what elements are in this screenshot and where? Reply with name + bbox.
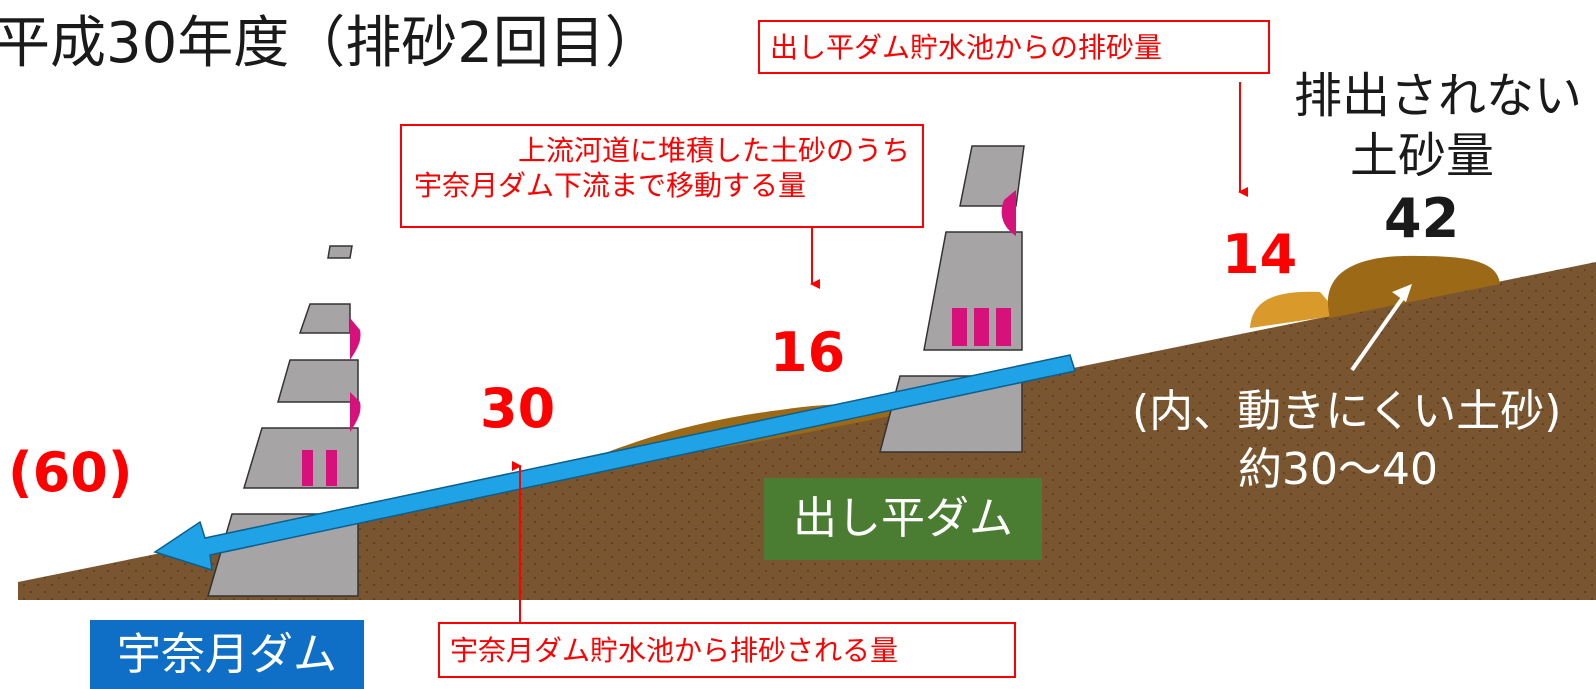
sediment-light-deposit	[1250, 291, 1340, 328]
pointer-hard-sediment	[1350, 284, 1412, 372]
sluice-gate	[996, 308, 1011, 346]
sluice-gate	[326, 450, 337, 486]
value-total-downstream: (60)	[8, 441, 133, 504]
label-unazuki-reservoir: 宇奈月ダム貯水池から排砂される量	[438, 622, 1016, 678]
label-not-discharged-line1: 排出されない	[1294, 68, 1583, 124]
radial-gate-icon	[1001, 190, 1016, 236]
value-dashidaira: 14	[1222, 223, 1298, 286]
page-title: 平成30年度（排砂2回目）	[0, 11, 661, 76]
value-not-discharged: 42	[1384, 187, 1460, 250]
unazuki-dam-label: 宇奈月ダム	[90, 620, 364, 689]
label-hard-to-move: (内、動きにくい土砂)	[1132, 386, 1562, 437]
sluice-gate	[974, 308, 989, 346]
label-upstream-line2: 宇奈月ダム下流まで移動する量	[414, 169, 807, 202]
value-upstream: 16	[770, 321, 846, 384]
label-dashidaira-reservoir: 出し平ダム貯水池からの排砂量	[758, 20, 1270, 74]
radial-gate-icon	[350, 318, 361, 360]
label-upstream-line1: 上流河道に堆積した土砂のうち	[517, 134, 910, 167]
sediment-hard-deposit	[1327, 255, 1500, 318]
dashidaira-dam-label: 出し平ダム	[764, 478, 1042, 560]
flow-arrow	[153, 354, 1076, 572]
label-hard-to-move-value: 約30～40	[1238, 444, 1438, 495]
radial-gate-icon	[350, 392, 361, 432]
label-upstream-channel: 上流河道に堆積した土砂のうち 宇奈月ダム下流まで移動する量	[400, 124, 924, 228]
sluice-gate	[952, 308, 967, 346]
sluice-gate	[302, 450, 313, 486]
label-not-discharged-line2: 土砂量	[1350, 128, 1495, 184]
value-unazuki: 30	[480, 377, 556, 440]
